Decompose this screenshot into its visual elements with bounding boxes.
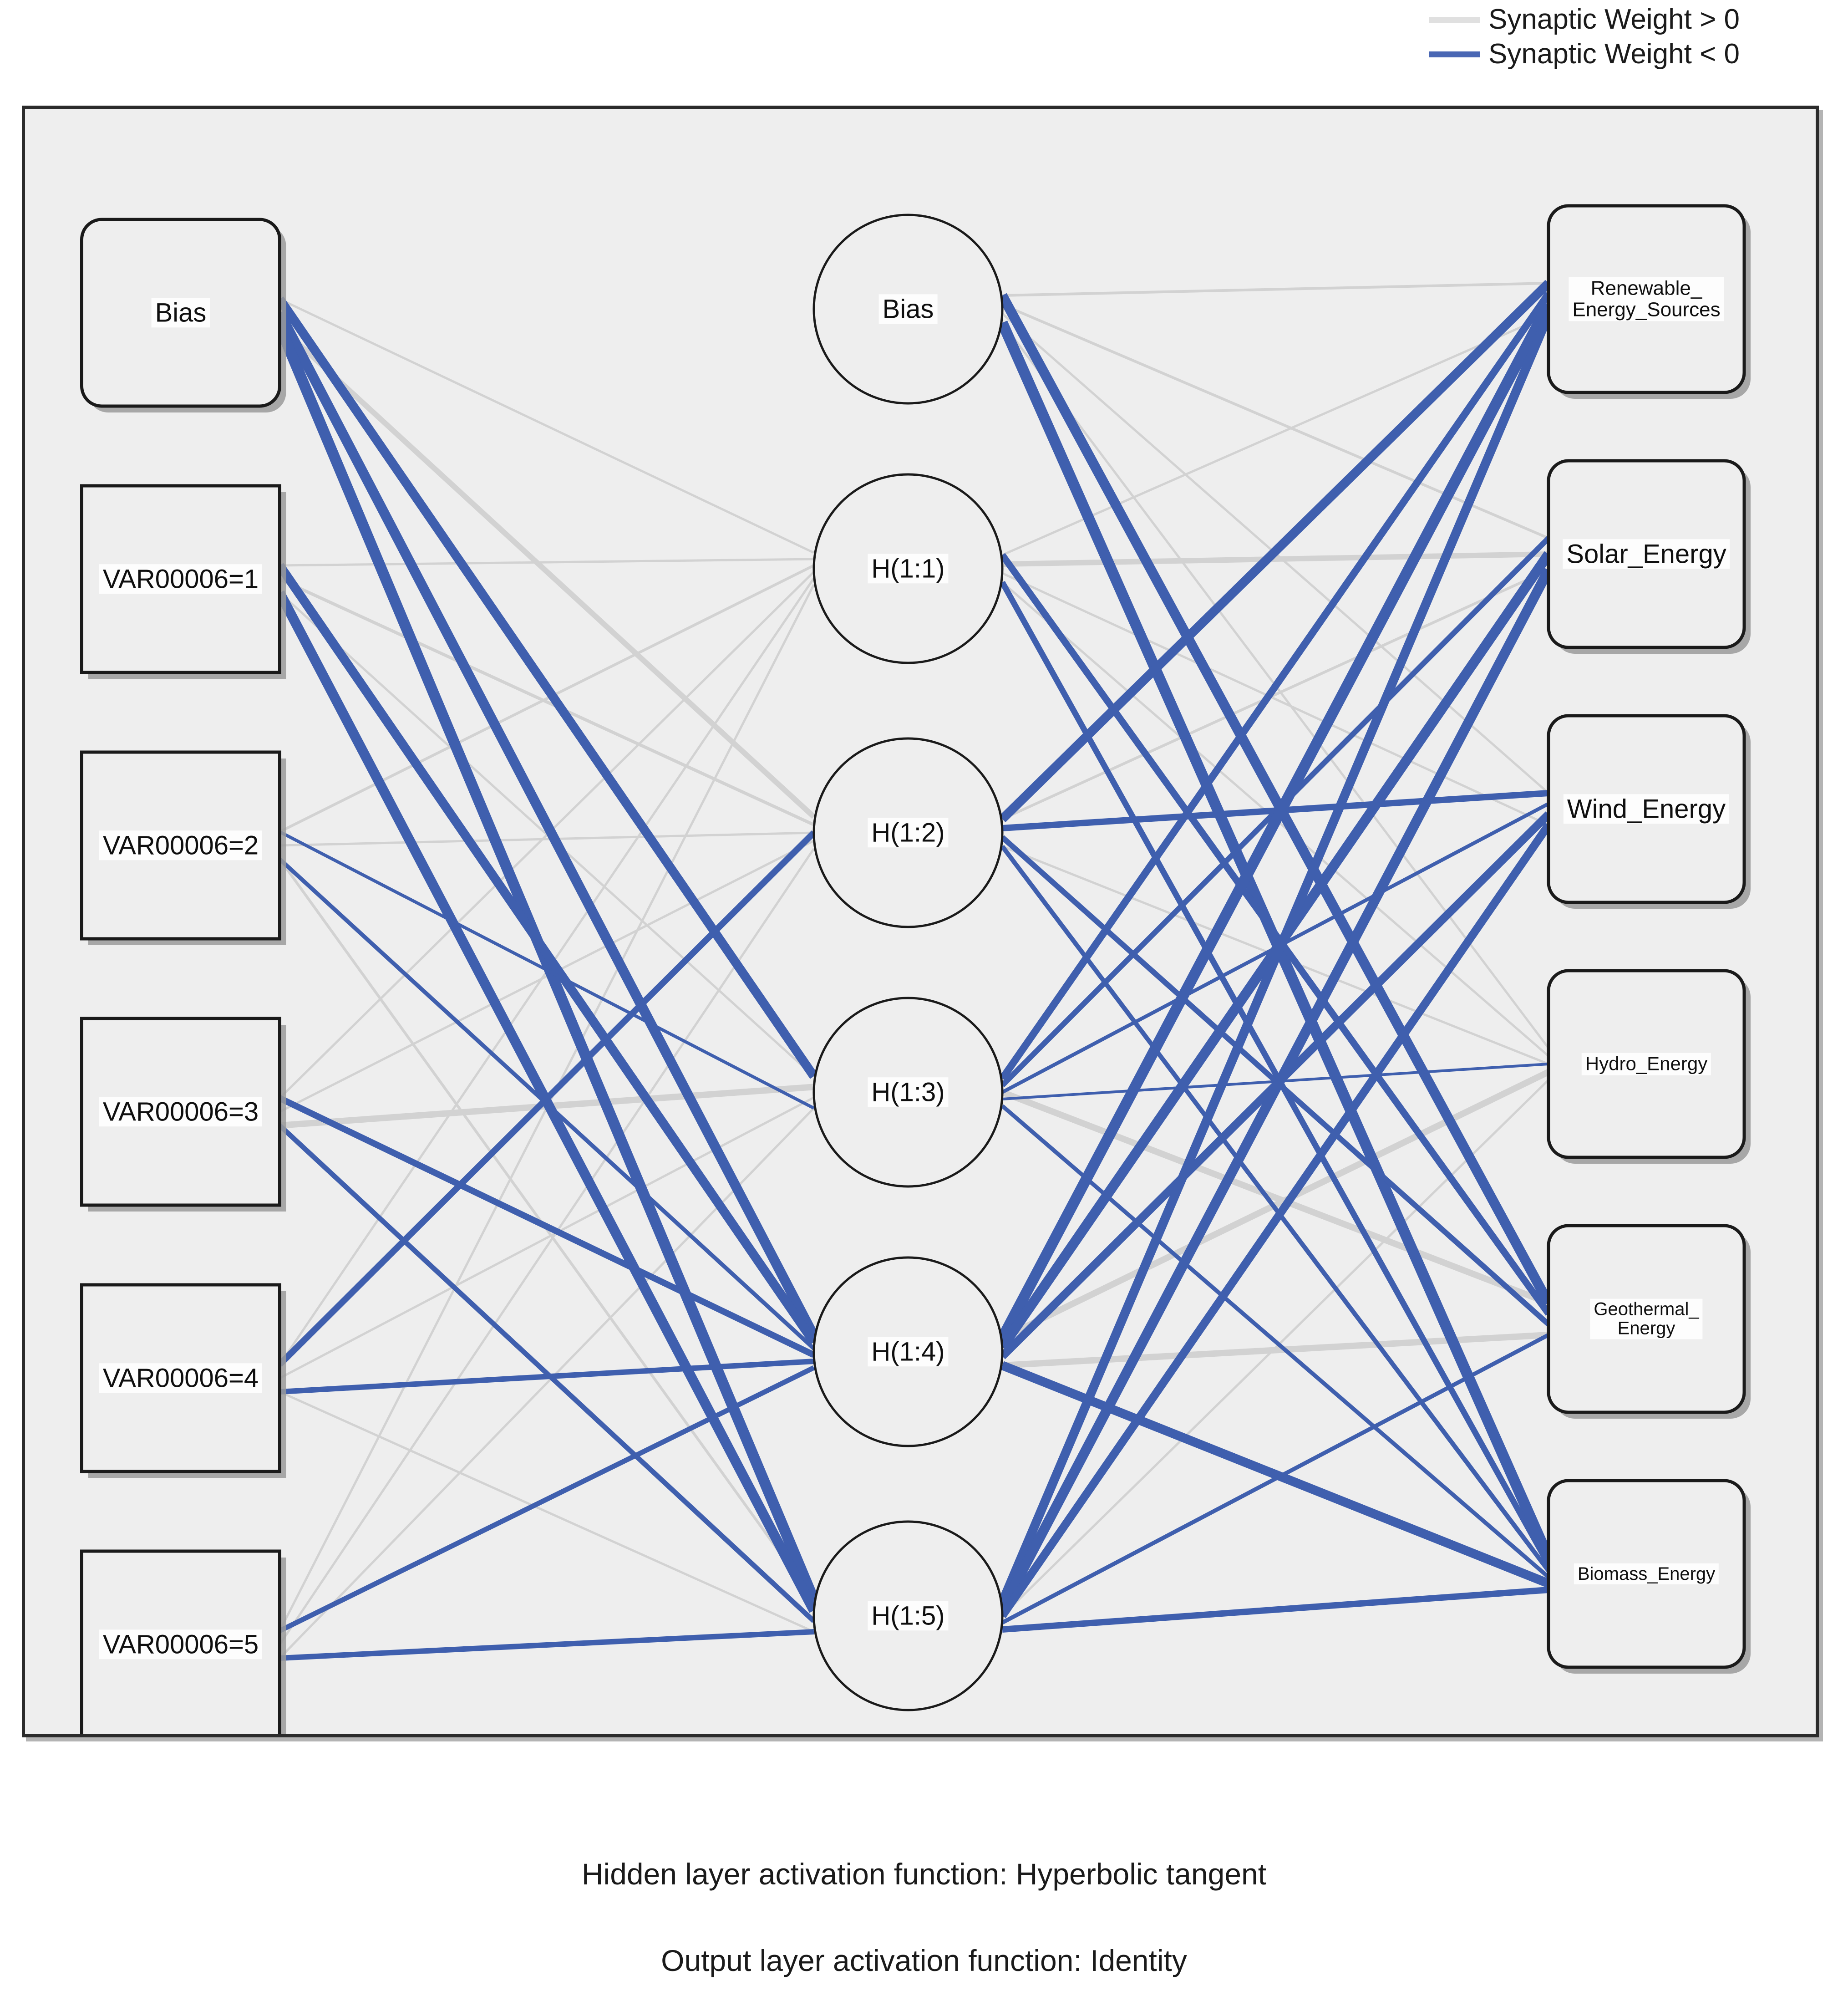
node-in_v1[interactable]: [80, 484, 281, 674]
legend-label-negative: Synaptic Weight < 0: [1488, 38, 1740, 70]
legend-label-positive: Synaptic Weight > 0: [1488, 4, 1740, 35]
synapse-in_v4-to-h4: [279, 1359, 814, 1395]
synapse-in_v4-to-h5: [279, 1390, 815, 1633]
node-h2[interactable]: [812, 737, 1004, 928]
synapse-in_v4-to-h2: [277, 830, 816, 1367]
synapse-h1-to-o_sol: [1002, 551, 1549, 567]
synapse-h4-to-o_res: [997, 302, 1554, 1341]
synapse-h1-to-o_res: [1001, 314, 1549, 556]
synapse-in_bias-to-h2: [278, 324, 816, 819]
synapse-h5-to-o_win: [999, 822, 1552, 1619]
node-in_v5[interactable]: [80, 1549, 281, 1734]
synapse-h2-to-o_res: [999, 280, 1552, 823]
synapse-in_v5-to-h2: [279, 848, 815, 1645]
edges-group: [274, 280, 1554, 1661]
synapse-h1-to-o_win: [1001, 572, 1549, 826]
output-layer-activation-caption: Output layer activation function: Identi…: [661, 1944, 1187, 1977]
node-o_geo[interactable]: [1547, 1224, 1746, 1414]
synapse-in_v3-to-h4: [278, 1095, 816, 1358]
synapse-h_bias-to-o_res: [1002, 282, 1549, 297]
synapse-h4-to-o_bio: [1000, 1361, 1550, 1588]
hidden-layer-activation-caption: Hidden layer activation function: Hyperb…: [581, 1857, 1267, 1891]
legend-item-negative-weight: Synaptic Weight < 0: [1429, 40, 1839, 68]
synapse-h1-to-o_bio: [1000, 580, 1551, 1566]
node-h5[interactable]: [812, 1520, 1004, 1711]
node-o_res[interactable]: [1547, 204, 1746, 394]
synapse-in_v5-to-h4: [279, 1365, 815, 1633]
synapse-in_v2-to-h3: [279, 830, 815, 1110]
synapse-h2-to-o_bio: [1000, 845, 1550, 1573]
synapse-h3-to-o_geo: [1001, 1089, 1550, 1306]
synapse-h5-to-o_geo: [1001, 1333, 1550, 1624]
synapse-h1-to-o_geo: [999, 553, 1552, 1316]
node-h_bias[interactable]: [812, 214, 1004, 405]
synapse-in_v2-to-h2: [279, 831, 814, 847]
synapse-in_v1-to-h1: [279, 558, 814, 567]
synapse-h_bias-to-o_bio: [997, 321, 1554, 1560]
node-in_v4[interactable]: [80, 1283, 281, 1473]
synapse-in_v2-to-h1: [279, 564, 815, 833]
negative-weight-line-icon: [1429, 51, 1480, 57]
positive-weight-line-icon: [1429, 16, 1480, 23]
synapse-in_v1-to-h4: [276, 563, 818, 1345]
node-o_bio[interactable]: [1547, 1479, 1746, 1669]
synapse-h5-to-o_bio: [1002, 1587, 1549, 1633]
synapse-in_v1-to-h2: [279, 577, 815, 826]
synapse-h5-to-o_hyd: [1001, 1079, 1549, 1617]
synapse-h3-to-o_res: [999, 291, 1552, 1081]
synapse-h_bias-to-o_sol: [1001, 303, 1549, 540]
node-h1[interactable]: [812, 473, 1004, 664]
neural-network-svg: [80, 204, 1751, 1734]
legend: Synaptic Weight > 0 Synaptic Weight < 0: [1429, 5, 1839, 68]
node-in_bias[interactable]: [80, 218, 281, 408]
node-h4[interactable]: [812, 1256, 1004, 1447]
synapse-h2-to-o_sol: [1001, 569, 1549, 820]
synapse-in_v3-to-h5: [278, 1123, 816, 1623]
synapse-in_v5-to-h3: [279, 1107, 815, 1659]
node-in_v3[interactable]: [80, 1017, 281, 1207]
synapse-in_bias-to-h4: [275, 310, 818, 1339]
node-o_win[interactable]: [1547, 714, 1746, 904]
synapse-h5-to-o_res: [998, 313, 1553, 1604]
node-o_hyd[interactable]: [1547, 969, 1746, 1159]
synapse-in_bias-to-h1: [279, 298, 815, 554]
synapse-in_v4-to-h3: [279, 1096, 815, 1380]
node-in_v2[interactable]: [80, 750, 281, 941]
node-o_sol[interactable]: [1547, 459, 1746, 649]
synapse-h_bias-to-o_geo: [998, 293, 1553, 1306]
synapse-in_bias-to-h3: [276, 296, 818, 1079]
synapse-in_bias-to-h5: [274, 324, 819, 1602]
node-h3[interactable]: [812, 997, 1004, 1188]
synapse-h3-to-o_bio: [1001, 1104, 1550, 1579]
synapse-in_v5-to-h5: [279, 1629, 814, 1661]
synapse-in_v2-to-h4: [278, 857, 816, 1350]
legend-item-positive-weight: Synaptic Weight > 0: [1429, 5, 1839, 34]
synapse-h5-to-o_sol: [998, 567, 1553, 1612]
